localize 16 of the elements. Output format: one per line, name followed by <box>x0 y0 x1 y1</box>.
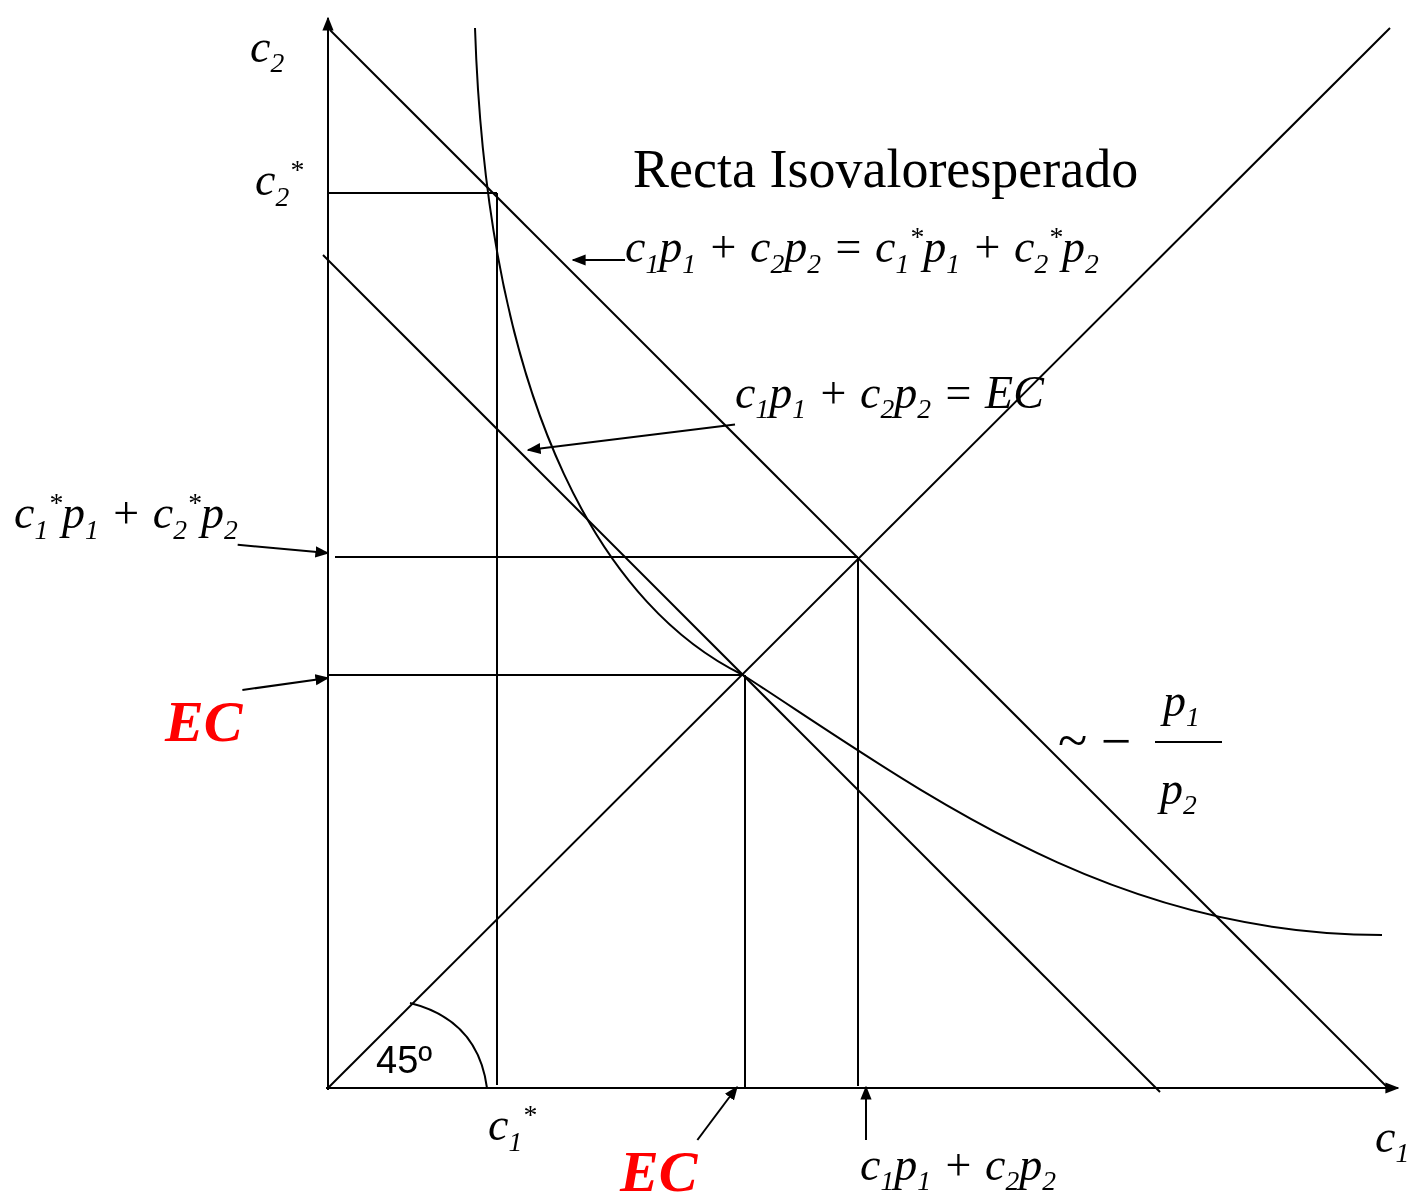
axis-value-label: EC <box>620 1140 698 1204</box>
slope-label: ~ − <box>1058 712 1132 772</box>
angle-label: 45º <box>376 1040 433 1082</box>
curve-label: Recta Isovaloresperado <box>633 140 1139 200</box>
equation-label: c$_{1}$$^{*}$p$_{1}$ + c$_{2}$$^{*}$p$_{2}$ <box>14 488 238 545</box>
leader-arrow <box>241 674 330 691</box>
equation-label: c$_{1}$p$_{1}$ + c$_{2}$p$_{2}$ <box>860 1140 1057 1197</box>
axis-label: c$_{1}$ <box>1375 1112 1410 1169</box>
equation-label: c$_{1}$p$_{1}$ + c$_{2}$p$_{2}$ = c$_{1}$$^{*}$p$_{1}$ + c$_{2}$$^{*}$p$_{2}$ <box>625 222 1099 279</box>
axis-label: c$_{2}$ <box>250 22 285 79</box>
leader-arrow <box>571 254 626 266</box>
leader-arrow <box>860 1085 872 1141</box>
axis-value-label: EC <box>165 690 243 754</box>
leader-arrow <box>696 1085 738 1141</box>
leader-arrow <box>526 423 736 454</box>
leader-arrow <box>236 543 330 558</box>
